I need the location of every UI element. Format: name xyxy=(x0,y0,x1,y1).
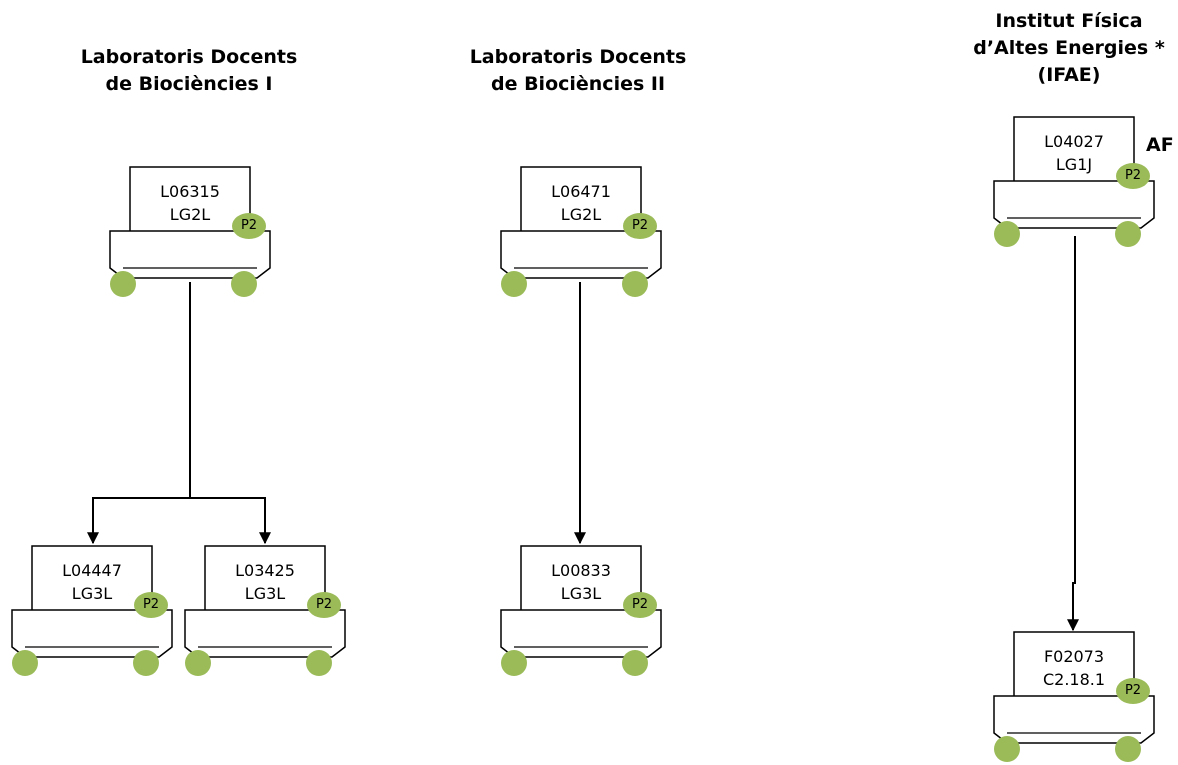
badge-shape xyxy=(1116,163,1150,189)
group-title-ifae: Institut Física d’Altes Energies * (IFAE… xyxy=(964,8,1174,89)
printer-foot xyxy=(1115,221,1141,247)
paper-sheet xyxy=(1013,116,1135,183)
node-location: LG2L xyxy=(560,205,602,224)
paper-sheet xyxy=(520,545,642,612)
group-title-line: de Biociències II xyxy=(490,73,666,95)
node-location: LG3L xyxy=(244,584,286,603)
node-code: L00833 xyxy=(551,561,611,580)
badge-label: P2 xyxy=(631,218,649,233)
node-location: C2.18.1 xyxy=(1042,670,1106,689)
paper-sheet xyxy=(31,545,153,612)
group-title-line: Laboratoris Docents xyxy=(80,46,298,68)
printer-foot xyxy=(501,271,527,297)
printer-tray-side xyxy=(1140,732,1155,744)
badge-shape xyxy=(623,213,657,239)
printer-tray-side xyxy=(647,267,662,279)
group-title-line: de Biociències I xyxy=(105,73,273,95)
connector-n1-n3 xyxy=(190,497,271,545)
connector-n6-n7 xyxy=(1067,236,1079,632)
node-code: L06471 xyxy=(551,182,611,201)
group-title-line: d’Altes Energies * xyxy=(973,37,1165,59)
badge-label: P2 xyxy=(631,597,649,612)
printer-tray-side xyxy=(256,267,271,279)
printer-icon xyxy=(184,545,346,676)
printer-tray-side xyxy=(1140,217,1155,229)
paper-sheet xyxy=(520,166,642,233)
printer-tray-side xyxy=(647,646,662,658)
printer-icon xyxy=(500,545,662,676)
printer-foot xyxy=(185,650,211,676)
node-code: L06315 xyxy=(160,182,220,201)
group-title-line: Institut Física xyxy=(995,10,1143,32)
printer-icon xyxy=(109,166,271,297)
node-location: LG1J xyxy=(1055,155,1093,174)
badge-label: P2 xyxy=(240,218,258,233)
printer-foot xyxy=(110,271,136,297)
node-code: L03425 xyxy=(235,561,295,580)
printer-icon xyxy=(993,116,1155,247)
printer-icon xyxy=(993,631,1155,762)
node-location: LG3L xyxy=(71,584,113,603)
badge-shape xyxy=(623,592,657,618)
badge-label: P2 xyxy=(142,597,160,612)
badge-label: P2 xyxy=(315,597,333,612)
group-title-line: (IFAE) xyxy=(1037,64,1101,86)
group-title-biociencies-2: Laboratoris Docents de Biociències II xyxy=(433,44,723,98)
paper-sheet xyxy=(204,545,326,612)
printer-foot xyxy=(501,650,527,676)
connector-n1-n2 xyxy=(87,282,191,545)
printer-icon xyxy=(500,166,662,297)
group-title-line: Laboratoris Docents xyxy=(469,46,687,68)
node-code: L04027 xyxy=(1044,132,1104,151)
printer-tray-side xyxy=(158,646,173,658)
badge-shape xyxy=(1116,678,1150,704)
badge-shape xyxy=(232,213,266,239)
badge-shape xyxy=(134,592,168,618)
printer-icon xyxy=(11,545,173,676)
af-tag: AF xyxy=(1146,134,1174,156)
node-code: F02073 xyxy=(1043,647,1105,666)
printer-foot xyxy=(231,271,257,297)
badge-label: P2 xyxy=(1124,168,1142,183)
printer-foot xyxy=(994,221,1020,247)
badge-shape xyxy=(307,592,341,618)
printer-foot xyxy=(306,650,332,676)
paper-sheet xyxy=(1013,631,1135,698)
node-location: LG3L xyxy=(560,584,602,603)
printer-tray-side xyxy=(331,646,346,658)
printer-foot xyxy=(12,650,38,676)
printer-foot xyxy=(1115,736,1141,762)
printer-foot xyxy=(133,650,159,676)
printer-foot xyxy=(622,650,648,676)
node-code: L04447 xyxy=(62,561,122,580)
badge-label: P2 xyxy=(1124,683,1142,698)
node-location: LG2L xyxy=(169,205,211,224)
printer-foot xyxy=(994,736,1020,762)
printer-foot xyxy=(622,271,648,297)
group-title-biociencies-1: Laboratoris Docents de Biociències I xyxy=(44,44,334,98)
